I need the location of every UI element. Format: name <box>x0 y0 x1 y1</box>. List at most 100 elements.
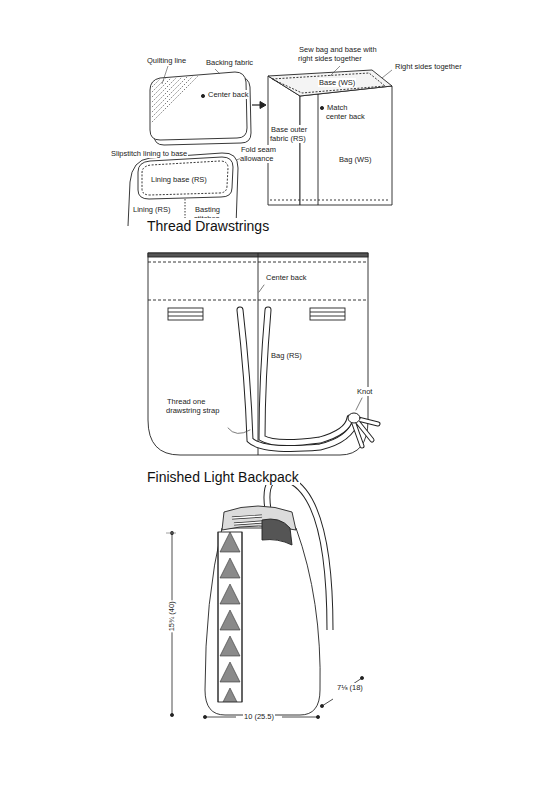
part-label-text: Bag (WS) <box>338 155 373 164</box>
quilted-fabric-part <box>150 72 247 140</box>
part-label-text: Bag (RS) <box>270 351 303 360</box>
leader-lines-part <box>162 66 168 84</box>
part-label-text: Lining (RS) <box>132 205 172 214</box>
bag-and-base <box>268 70 392 205</box>
drawstring-strap-part <box>348 413 360 423</box>
note-label-text: Match center back <box>326 103 366 121</box>
bag-rs-part <box>168 316 203 317</box>
bag-and-base-part <box>320 106 323 109</box>
note-label: Match center back <box>326 104 366 121</box>
bag-rs-part <box>310 308 345 320</box>
part-label-text: Knot <box>356 387 373 396</box>
quilted-fabric-part <box>201 94 204 97</box>
part-label: Bag (RS) <box>270 352 303 361</box>
bag-rs <box>148 253 368 455</box>
dimension-lines-part <box>203 715 206 718</box>
part-label: Knot <box>356 388 373 397</box>
dimension-label: 7⅛ (18) <box>336 684 364 693</box>
leader-lines-part <box>330 66 340 76</box>
note-label-text: Fold seam allowance <box>240 145 276 163</box>
step-arrow-part <box>260 102 266 109</box>
leader-lines-part <box>215 69 220 74</box>
bag-and-base-part <box>268 70 392 96</box>
quilted-fabric-part <box>150 24 210 139</box>
part-label: Center back <box>265 274 307 283</box>
bag-rs-part <box>168 312 203 313</box>
note-label-text: Right sides together <box>394 62 463 71</box>
dimension-label: 15¾ (40) <box>168 600 177 632</box>
drawstring-strap-part <box>259 285 264 292</box>
backpack-part <box>232 516 262 524</box>
backpack-part <box>262 519 292 545</box>
quilted-fabric <box>150 24 251 145</box>
quilted-fabric-part-part <box>150 69 210 129</box>
dimension-lines-part <box>316 715 319 718</box>
note-label: Sew bag and base with right sides togeth… <box>298 46 384 63</box>
backpack-part <box>242 532 243 702</box>
backpack-part <box>218 532 219 702</box>
dimension-lines-part <box>205 717 236 718</box>
bag-rs-part <box>168 308 203 320</box>
note-label: Thread one drawstring strap <box>166 398 232 415</box>
part-label-text: Lining base (RS) <box>150 175 208 184</box>
drawstring-strap-part <box>240 310 356 448</box>
drawstring-strap-part <box>262 310 350 443</box>
backpack-part <box>218 532 242 702</box>
backpack-part <box>232 516 262 524</box>
quilted-fabric-part-part <box>150 79 210 139</box>
leader-lines-part <box>382 70 392 78</box>
drawstring-strap-part <box>262 310 350 443</box>
part-label-text: Base outer fabric (RS) <box>270 125 307 143</box>
note-label: Right sides together <box>394 63 463 72</box>
dimension-label-text: 7⅛ (18) <box>336 683 364 692</box>
part-label: Base outer fabric (RS) <box>270 126 316 143</box>
dimension-lines-part <box>282 717 318 718</box>
bag-and-base-part <box>318 94 319 205</box>
part-label-text: Center back <box>207 90 249 99</box>
step-arrow <box>252 102 266 109</box>
quilted-fabric-part-part <box>150 64 210 124</box>
lining-part <box>138 157 233 199</box>
leader-lines <box>150 66 392 204</box>
bag-rs-part <box>310 316 345 317</box>
part-label: Lining base (RS) <box>150 176 208 185</box>
bag-and-base-part <box>270 200 390 201</box>
dimension-lines-part <box>360 676 363 679</box>
quilted-fabric-part-part <box>150 44 210 104</box>
quilted-fabric-part-part <box>150 24 210 84</box>
part-label: Quilting line <box>146 57 187 66</box>
dimension-label-text: 15¾ (40) <box>167 600 176 632</box>
backpack-part <box>205 528 320 715</box>
note-label-text: Thread one drawstring strap <box>166 397 220 415</box>
part-label-text: Quilting line <box>146 56 187 65</box>
dimension-lines <box>166 531 364 718</box>
bag-rs-part <box>148 253 368 455</box>
part-label-text: Backing fabric <box>205 58 254 67</box>
part-label: Backing fabric <box>205 59 254 68</box>
note-label-text: Sew bag and base with right sides togeth… <box>298 45 377 63</box>
quilted-fabric-part-part <box>150 39 210 99</box>
bag-rs-part <box>310 312 345 313</box>
backpack <box>205 478 330 715</box>
bag-and-base-part <box>300 86 392 205</box>
quilted-fabric-part-part <box>150 59 210 119</box>
drawstring-strap-part <box>240 310 356 448</box>
lining-part <box>142 161 228 195</box>
drawstring-strap-part <box>356 398 362 410</box>
section-heading-text: Finished Light Backpack <box>146 469 300 485</box>
note-label: Slipstitch lining to base <box>110 150 188 159</box>
bag-and-base-part <box>272 73 385 93</box>
dimension-lines-part <box>166 533 176 534</box>
dimension-label: 10 (25.5) <box>243 713 275 722</box>
drawstring-strap <box>228 285 378 448</box>
quilted-fabric-part-part <box>150 74 210 134</box>
section-heading-text: Thread Drawstrings <box>146 218 270 234</box>
lining-part <box>128 153 238 226</box>
part-label: Lining (RS) <box>132 206 172 215</box>
part-label-text: Base (WS) <box>318 78 356 87</box>
dimension-label-text: 10 (25.5) <box>243 712 275 721</box>
dimension-lines-part <box>320 704 323 707</box>
drawstring-strap-part <box>228 428 250 434</box>
